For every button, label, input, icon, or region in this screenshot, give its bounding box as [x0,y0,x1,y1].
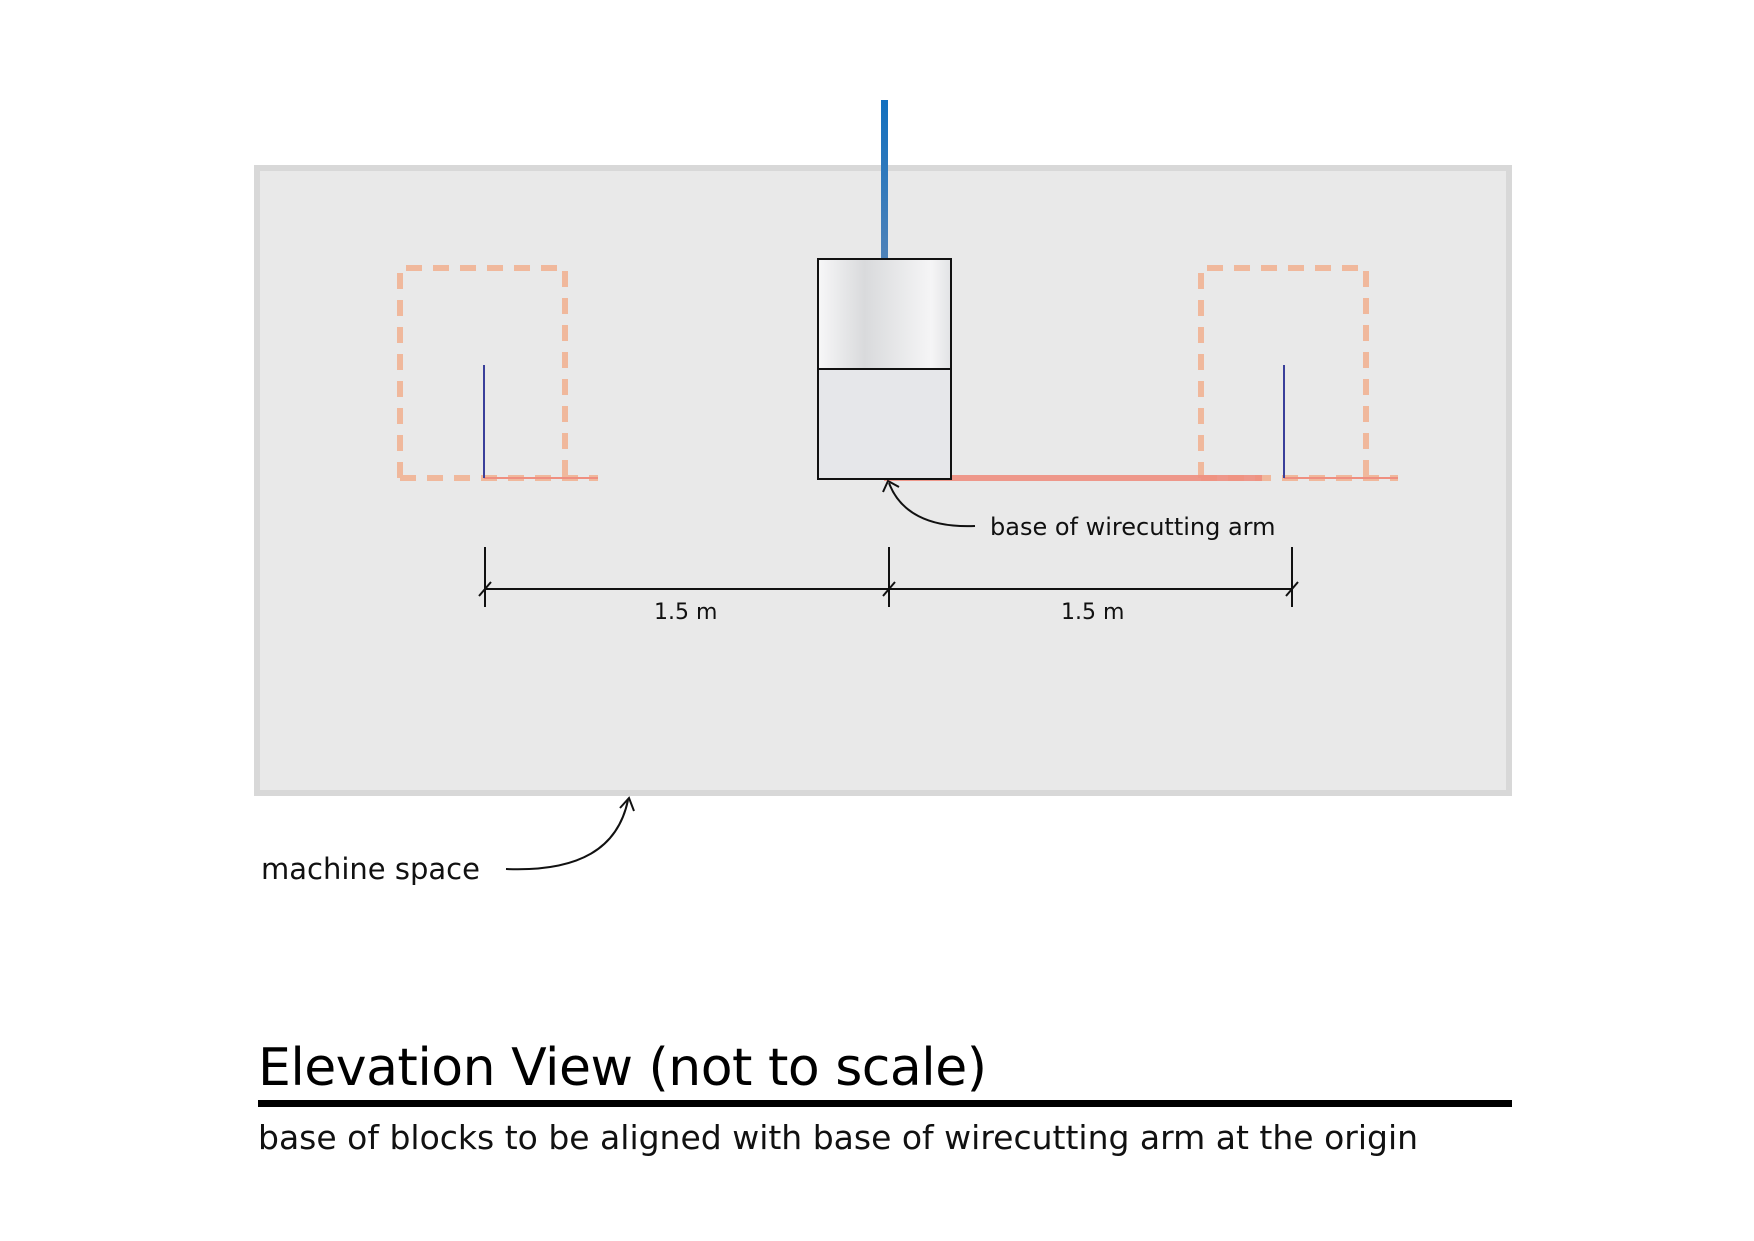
arm-base-label: base of wirecutting arm [990,513,1276,541]
title-underline [258,1100,1512,1107]
machine-space-callout-curve [505,799,629,871]
machine-space-label: machine space [261,852,480,886]
wirecutting-arm [817,100,952,480]
caption: base of blocks to be aligned with base o… [258,1118,1419,1157]
arm-base-callout [882,479,976,528]
dimension-tick-right [1285,581,1299,597]
dimension-label-right: 1.5 m [1061,600,1125,625]
arm-lower-body [817,368,952,480]
dimension-tick-center [882,581,896,597]
page-title: Elevation View (not to scale) [258,1038,987,1098]
machine-space-callout [505,796,635,871]
wire [881,100,888,260]
arm-base-callout-arrowhead [882,479,900,493]
dimension-tick-left [478,581,492,597]
arm-base-callout-curve [888,482,976,528]
dimension-label-left: 1.5 m [654,600,718,625]
machine-space-callout-arrowhead [619,796,635,812]
arm-upper-body [817,258,952,370]
left-block [397,265,598,481]
dimension-line [478,547,1299,607]
